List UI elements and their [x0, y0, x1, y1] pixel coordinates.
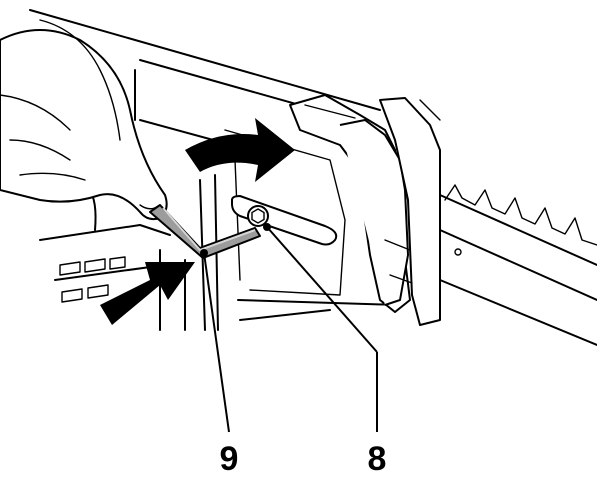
leader-dot-8	[263, 223, 271, 231]
hex-key	[149, 204, 261, 259]
callout-9: 9	[220, 440, 239, 478]
rotation-arrow	[185, 118, 295, 182]
leader-dot-9	[200, 249, 208, 257]
bolt-hex-socket	[251, 208, 265, 224]
leader-line-9	[203, 252, 230, 433]
slotted-bracket	[231, 195, 338, 246]
callout-8: 8	[368, 440, 387, 478]
insertion-arrow	[100, 262, 195, 325]
toothed-rail	[439, 184, 597, 346]
end-cap	[289, 94, 441, 326]
leader-line-8	[266, 226, 378, 353]
